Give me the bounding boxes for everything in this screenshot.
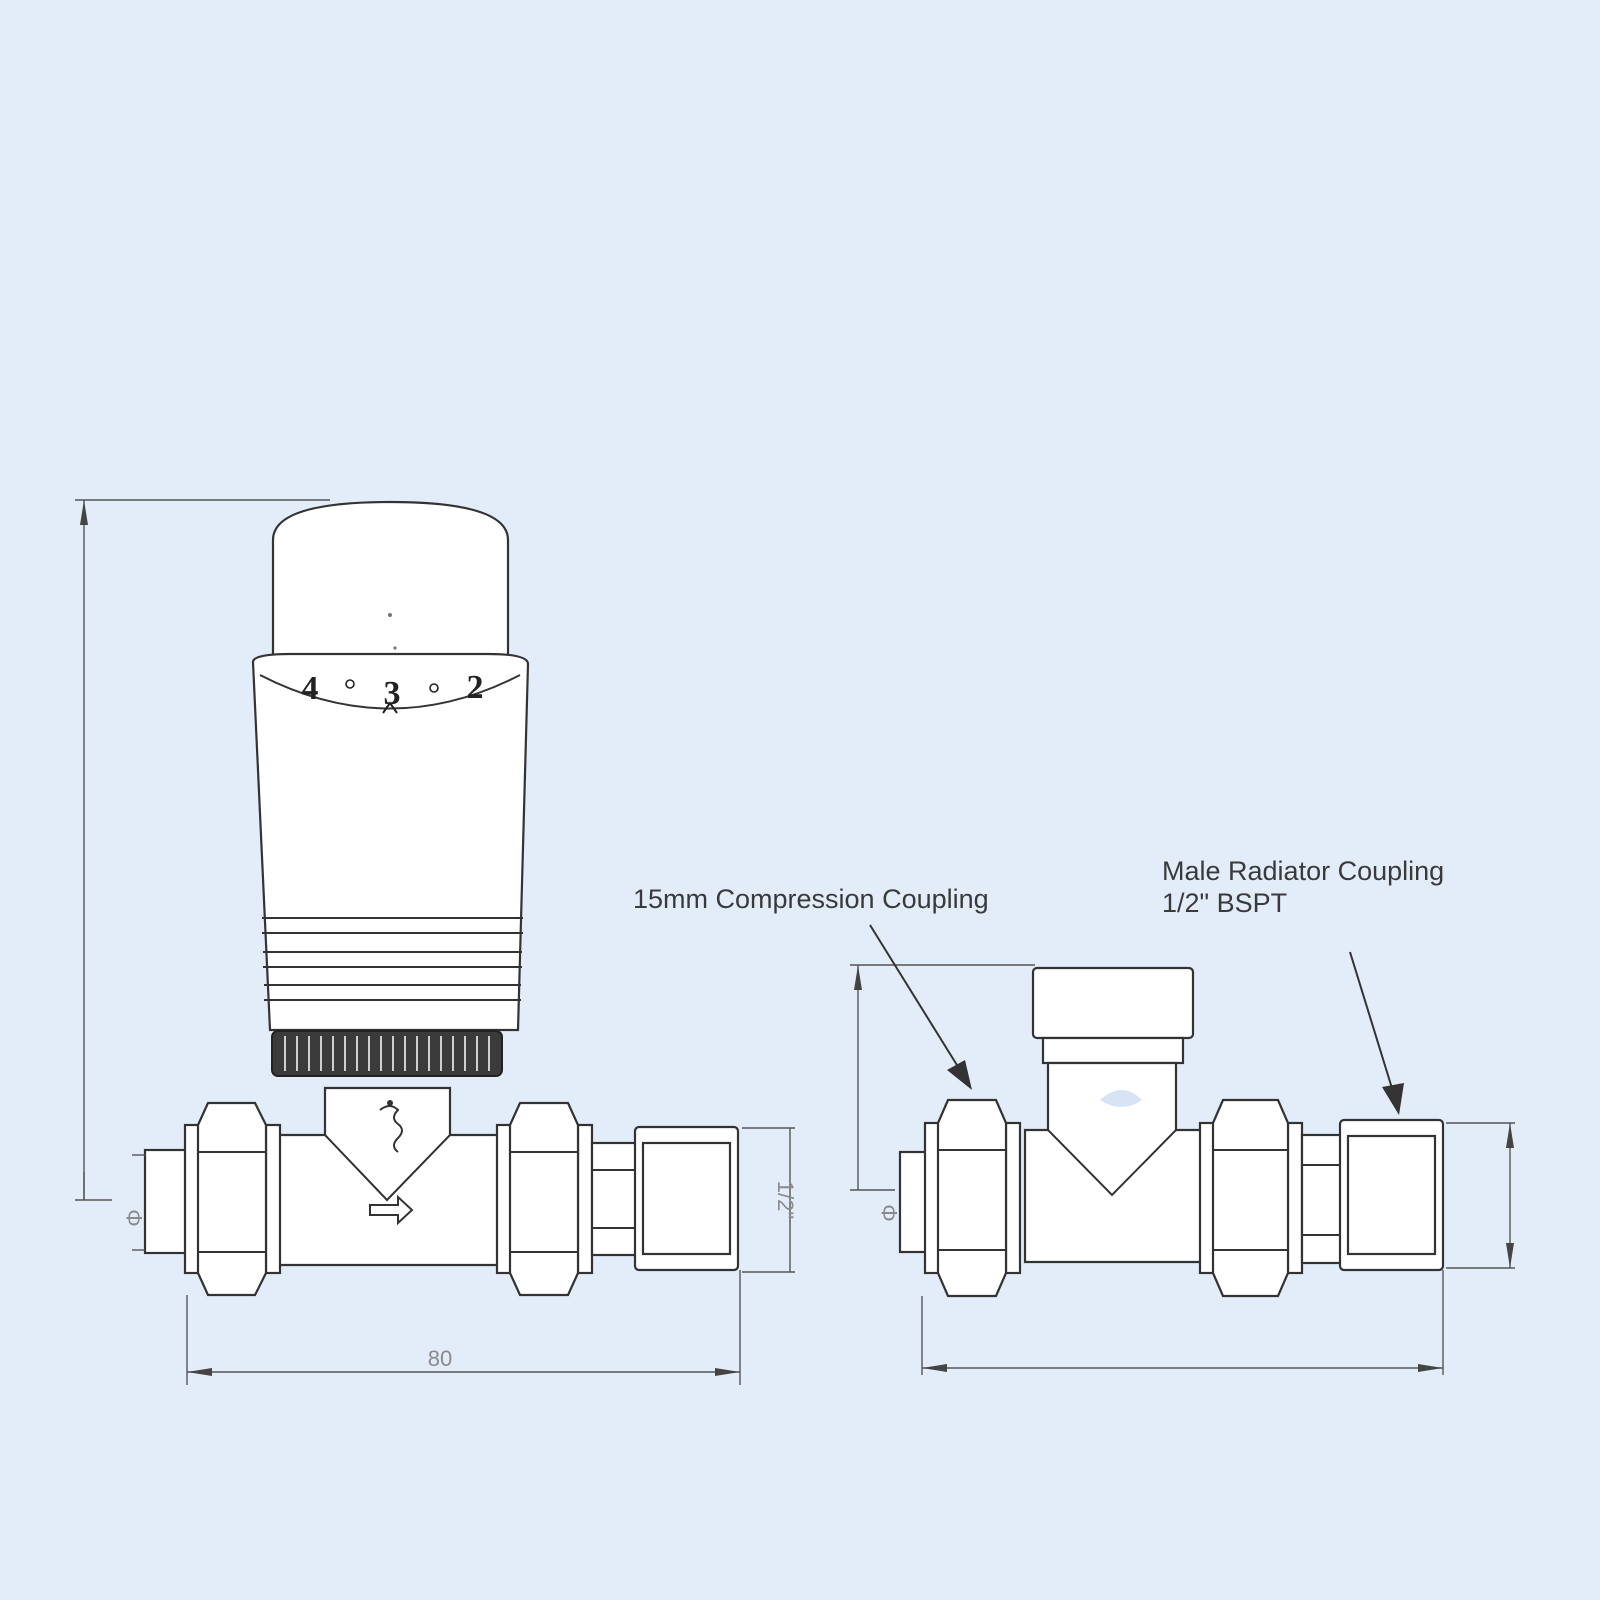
head-cap — [271, 500, 510, 657]
svg-text:Φ: Φ — [122, 1209, 147, 1227]
width-dimension: 80 — [186, 1270, 741, 1385]
tailpiece-stub-right-view — [1300, 1133, 1344, 1265]
head-grip-rings — [262, 917, 523, 1001]
dial-number-3: 3 — [384, 675, 401, 712]
thread-size-label: 1/2" — [773, 1181, 798, 1219]
svg-text:Φ: Φ — [877, 1204, 902, 1222]
width-label: 80 — [428, 1346, 452, 1371]
lockshield-cap — [1031, 966, 1195, 1040]
lockshield-valve-side-view: Φ — [633, 856, 1515, 1375]
thread-size-dimension: 1/2" — [742, 1127, 798, 1273]
dial-number-2: 2 — [467, 669, 484, 706]
stem-symbol-icon — [379, 1100, 403, 1153]
compression-nut-right-view-right — [1198, 1098, 1304, 1298]
head-body — [251, 652, 530, 1032]
pipe-stub-left — [143, 1148, 192, 1255]
compression-nut-right — [495, 1101, 594, 1297]
male-coupling-thread-label: 1/2" BSPT — [1162, 888, 1287, 918]
compression-nut-right-view-left — [923, 1098, 1022, 1298]
height-dimension-left — [75, 499, 330, 1201]
compression-nut-left — [183, 1101, 282, 1297]
male-coupling-leader — [1349, 951, 1404, 1115]
compression-coupling-leader — [869, 924, 972, 1090]
knurled-nut — [271, 1030, 503, 1077]
tailpiece-stub — [590, 1141, 639, 1257]
male-coupling-label: Male Radiator Coupling — [1162, 856, 1444, 886]
dial-number-4: 4 — [302, 670, 319, 707]
valve-body — [253, 1086, 517, 1267]
compression-coupling-label: 15mm Compression Coupling — [633, 884, 989, 914]
dial-scale: 4 3 2 — [302, 669, 484, 714]
dial-pointer-icon — [382, 701, 398, 714]
thermostatic-valve-front-view: 4 3 2 — [75, 499, 798, 1385]
flow-arrow-icon — [369, 1194, 414, 1226]
